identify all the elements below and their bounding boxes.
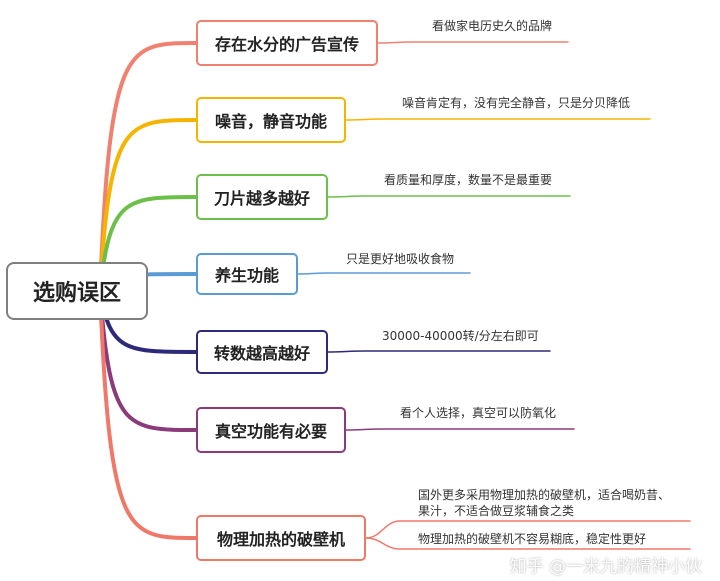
branch-note: 物理加热的破壁机不容易糊底，稳定性更好: [418, 532, 647, 546]
branch-node-vacuum[interactable]: 真空功能有必要: [196, 407, 346, 453]
branch-node-noise[interactable]: 噪音，静音功能: [196, 97, 346, 143]
note-connector: [327, 350, 551, 353]
branch-note: 看个人选择，真空可以防氧化: [400, 406, 557, 420]
branch-note: 只是更好地吸收食物: [346, 252, 455, 266]
branch-connector: [98, 289, 198, 432]
note-connector: [327, 195, 571, 198]
branch-connector: [98, 41, 198, 293]
watermark-text: 知乎 @一米九的精神小伙: [509, 557, 702, 577]
branch-note: 国外更多采用物理加热的破壁机，适合喝奶昔、: [418, 488, 671, 502]
note-connector: [345, 428, 575, 431]
note-connector: [377, 41, 569, 44]
branch-note: 看做家电历史久的品牌: [432, 19, 553, 33]
branch-node-blades[interactable]: 刀片越多越好: [196, 174, 328, 220]
branch-connector: [98, 195, 198, 293]
note-connector: [365, 520, 691, 539]
note-connector: [297, 272, 471, 275]
branch-node-health[interactable]: 养生功能: [196, 253, 298, 295]
branch-node-rpm[interactable]: 转数越高越好: [196, 330, 328, 374]
branch-node-ad-claims[interactable]: 存在水分的广告宣传: [196, 20, 378, 66]
note-connector: [365, 537, 691, 550]
branch-connector: [98, 289, 198, 540]
branch-note: 噪音肯定有，没有完全静音，只是分贝降低: [402, 96, 631, 110]
branch-note: 果汁，不适合做豆浆辅食之类: [418, 504, 575, 518]
branch-note: 看质量和厚度，数量不是最重要: [384, 173, 553, 187]
branch-node-physical-heating[interactable]: 物理加热的破壁机: [196, 515, 366, 561]
root-node[interactable]: 选购误区: [6, 262, 148, 320]
branch-note: 30000-40000转/分左右即可: [382, 329, 539, 343]
branch-connector: [98, 118, 198, 293]
note-connector: [345, 118, 651, 121]
